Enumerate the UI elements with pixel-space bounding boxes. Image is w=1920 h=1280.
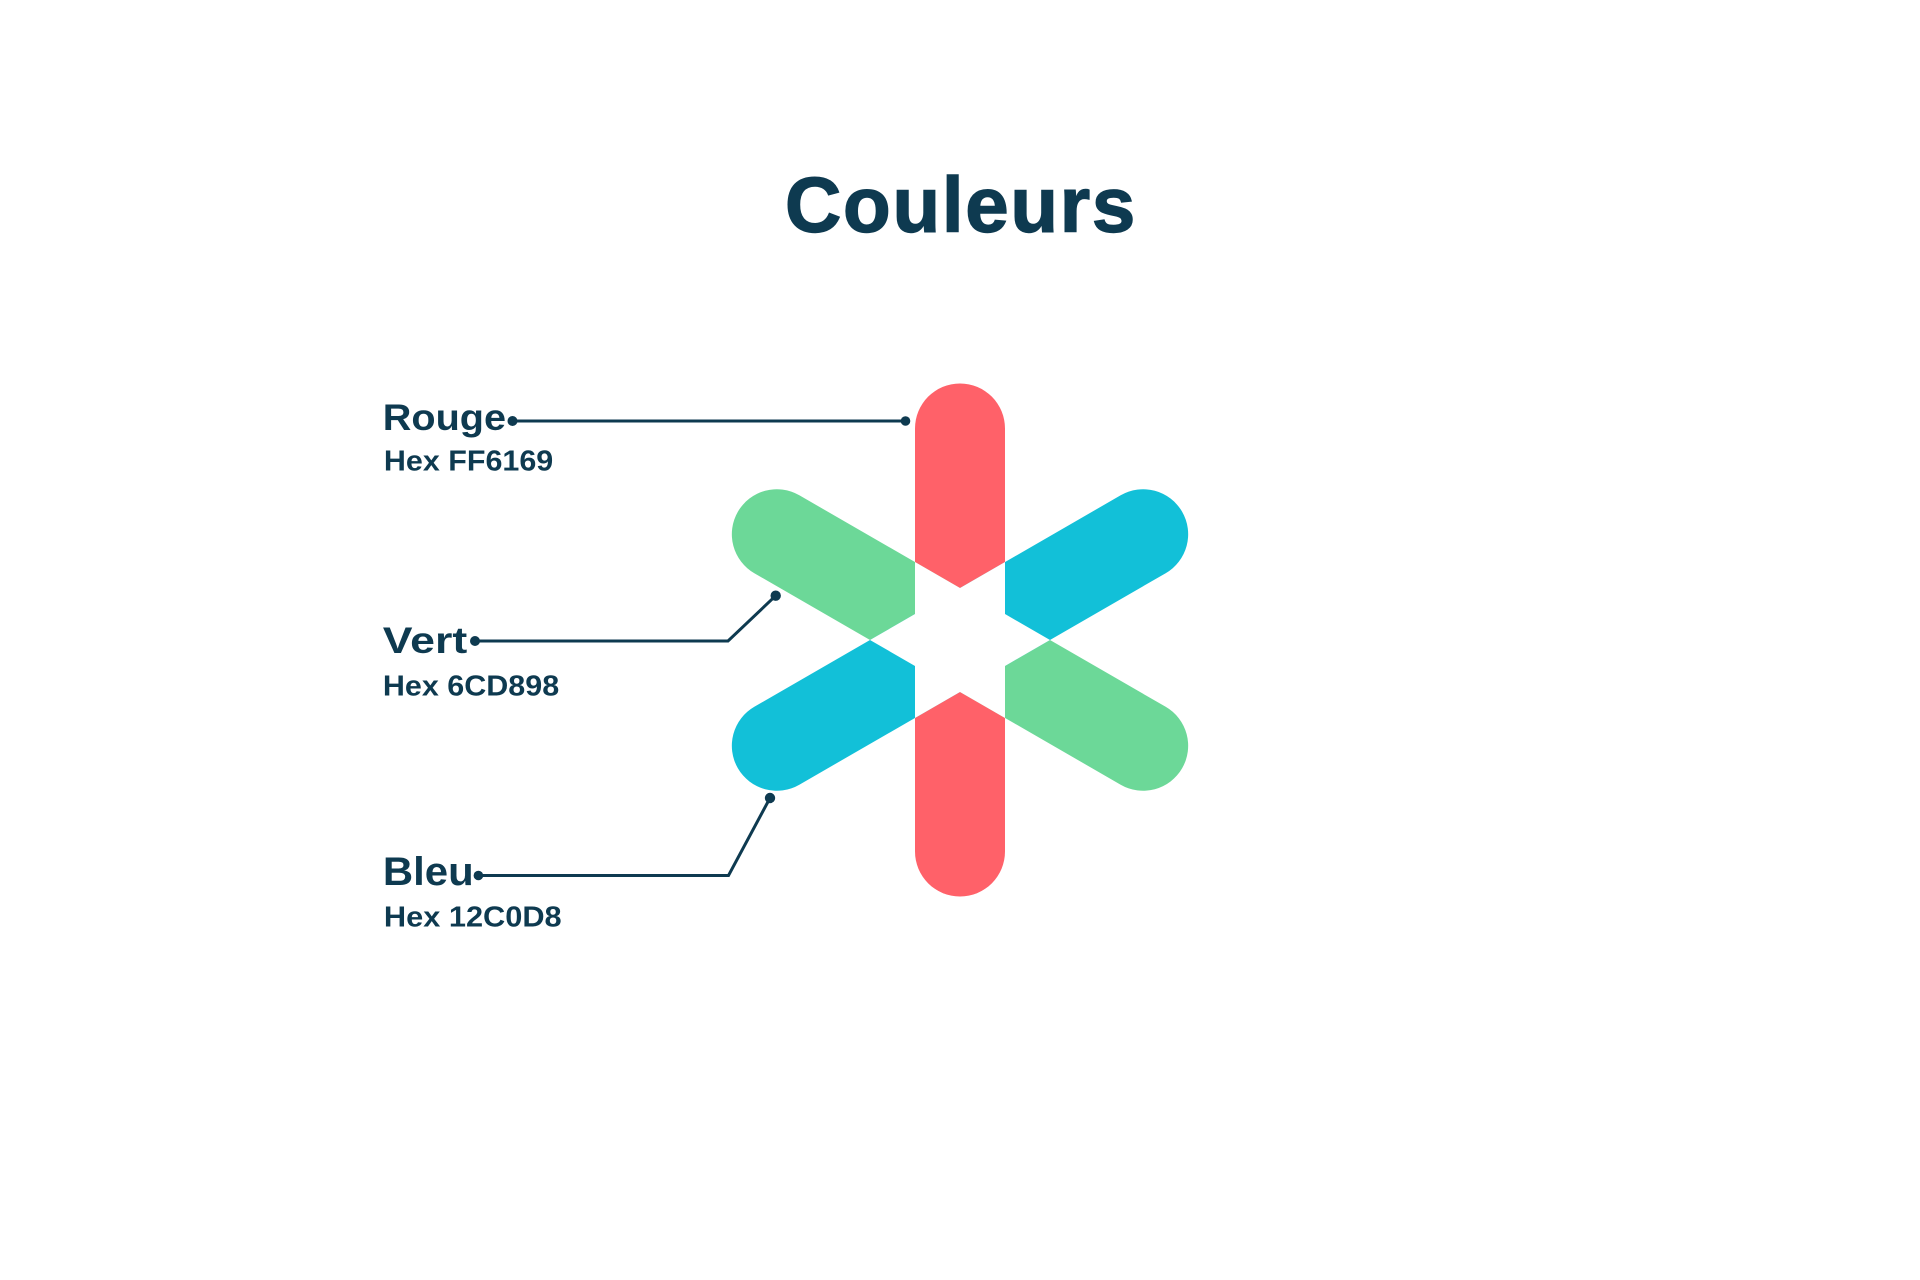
svg-text:Couleurs: Couleurs [785,161,1137,249]
svg-text:Vert: Vert [383,619,468,661]
svg-text:Rouge: Rouge [383,397,506,439]
svg-text:Hex 12C0D8: Hex 12C0D8 [384,901,562,933]
svg-text:Bleu: Bleu [383,849,474,894]
svg-text:Hex 6CD898: Hex 6CD898 [383,670,559,702]
svg-text:Hex FF6169: Hex FF6169 [384,445,553,477]
